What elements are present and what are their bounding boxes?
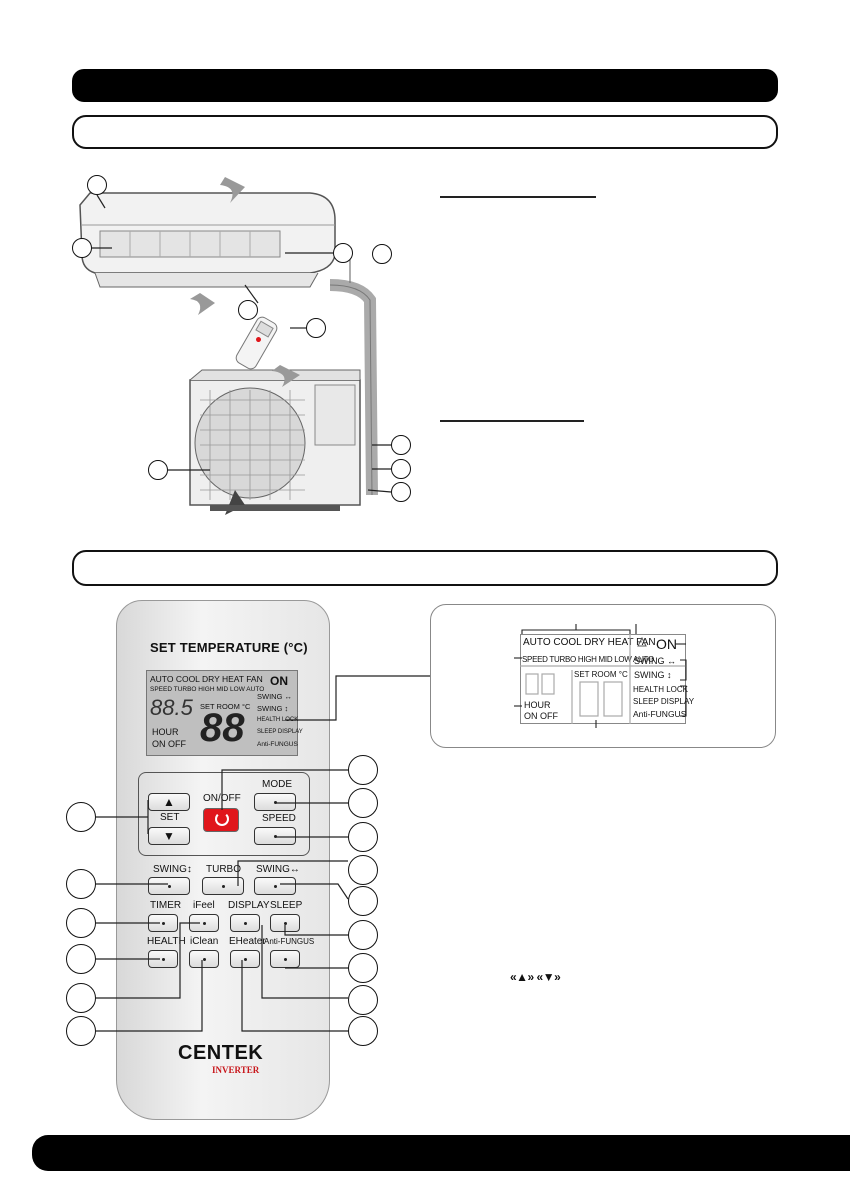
sleep-label: SLEEP [270, 900, 303, 911]
display-label: DISPLAY [228, 900, 270, 911]
health-label: HEALTH [147, 936, 186, 947]
header-bar [72, 69, 778, 102]
eheater-button[interactable] [230, 950, 260, 968]
callout-marker [348, 855, 378, 885]
remote-lcd-sleep-display: SLEEP DISPLAY [257, 729, 303, 735]
heading-underline [440, 420, 584, 422]
iclean-label: iClean [190, 936, 219, 947]
remote-lcd-speeds: SPEED TURBO HIGH MID LOW AUTO [150, 686, 265, 693]
speed-button[interactable] [254, 827, 296, 845]
callout-marker [66, 908, 96, 938]
callout-marker [391, 435, 411, 455]
remote-title: SET TEMPERATURE (°C) [150, 640, 308, 655]
callout-marker [238, 300, 258, 320]
callout-marker [333, 243, 353, 263]
anti-fungus-label: Anti-FUNGUS [264, 937, 315, 946]
timer-button[interactable] [148, 914, 178, 932]
lcd-detail-modes: AUTO COOL DRY HEAT FAN [523, 637, 656, 648]
mode-button[interactable] [254, 793, 296, 811]
callout-marker [348, 788, 378, 818]
set-label: SET [160, 812, 180, 823]
section-box-units [72, 115, 778, 149]
up-arrow-icon: ▲ [163, 795, 175, 809]
callout-marker [348, 920, 378, 950]
lcd-detail-anti-fungus: Anti-FUNGUS [633, 709, 687, 719]
swing-v-label: SWING↕ [153, 864, 192, 875]
remote-button-panel [138, 772, 310, 856]
callout-marker [306, 318, 326, 338]
swing-h-label: SWING↔ [256, 864, 300, 875]
callout-marker [348, 953, 378, 983]
remote-lcd-health-lock: HEALTH LOCK [257, 717, 299, 723]
section-box-remote [72, 550, 778, 586]
iclean-button[interactable] [189, 950, 219, 968]
remote-lcd-digits-big: 88 [200, 706, 245, 750]
callout-marker [348, 886, 378, 916]
callout-marker [348, 822, 378, 852]
callout-marker [348, 985, 378, 1015]
down-arrow-icon: ▼ [163, 829, 175, 843]
callout-marker [391, 459, 411, 479]
remote-lcd-swing-h: SWING ↔ [257, 692, 292, 701]
heading-underline [440, 196, 596, 198]
remote-lcd-on: ON [270, 674, 288, 688]
timer-label: TIMER [150, 900, 182, 911]
ifeel-label: iFeel [193, 900, 215, 911]
remote-lcd-hour: HOUR [152, 727, 179, 737]
arrow-symbols-text: «▲» «▼» [510, 970, 561, 984]
lcd-detail-swing-v: SWING ↕ [634, 670, 672, 680]
swing-h-button[interactable] [254, 877, 296, 895]
mode-label: MODE [262, 779, 292, 790]
lcd-detail-segments [520, 634, 686, 724]
callout-marker [148, 460, 168, 480]
remote-lcd-anti-fungus: Anti-FUNGUS [257, 741, 298, 748]
swing-v-button[interactable] [148, 877, 190, 895]
turbo-label: TURBO [206, 864, 241, 875]
callout-marker [72, 238, 92, 258]
temp-down-button[interactable]: ▼ [148, 827, 190, 845]
remote-lcd [146, 670, 298, 756]
power-button[interactable] [203, 808, 239, 832]
lcd-detail-hour: HOUR [524, 700, 551, 710]
lcd-detail-speeds: SPEED TURBO HIGH MID LOW AUTO [522, 655, 654, 664]
callout-marker [66, 802, 96, 832]
eheater-label: EHeater [229, 936, 266, 947]
power-icon [215, 812, 229, 826]
remote-lcd-on-off: ON OFF [152, 739, 186, 749]
lcd-detail-brackets [514, 624, 687, 728]
lcd-detail-health-lock: HEALTH LOCK [633, 685, 688, 694]
callout-marker [372, 244, 392, 264]
temp-up-button[interactable]: ▲ [148, 793, 190, 811]
callout-marker [66, 869, 96, 899]
lcd-detail-swing-h: SWING ↔ [634, 656, 676, 666]
ifeel-button[interactable] [189, 914, 219, 932]
callout-marker [66, 944, 96, 974]
air-conditioner-illustration [79, 177, 378, 515]
remote-lcd-set-room: SET ROOM °C [200, 702, 251, 711]
lcd-detail-sleep-display: SLEEP DISPLAY [633, 697, 695, 706]
lcd-detail-on-off: ON OFF [524, 711, 558, 721]
callout-marker [348, 755, 378, 785]
lcd-detail-panel [430, 604, 776, 748]
footer-bar [32, 1135, 850, 1171]
turbo-button[interactable] [202, 877, 244, 895]
remote-lcd-digits-small: 88.5 [150, 695, 193, 720]
brand-sub: INVERTER [212, 1065, 260, 1075]
remote-lcd-swing-v: SWING ↕ [257, 704, 289, 713]
lcd-detail-set-room: SET ROOM °C [574, 670, 628, 679]
brand-logo: CENTEK [178, 1042, 264, 1064]
callout-marker [348, 1016, 378, 1046]
speed-label: SPEED [262, 813, 296, 824]
lcd-detail-on: ON [656, 636, 677, 652]
remote-lcd-modes: AUTO COOL DRY HEAT FAN [150, 674, 263, 684]
callout-marker [391, 482, 411, 502]
callout-marker [66, 983, 96, 1013]
display-button[interactable] [230, 914, 260, 932]
callout-marker [66, 1016, 96, 1046]
callout-marker [87, 175, 107, 195]
